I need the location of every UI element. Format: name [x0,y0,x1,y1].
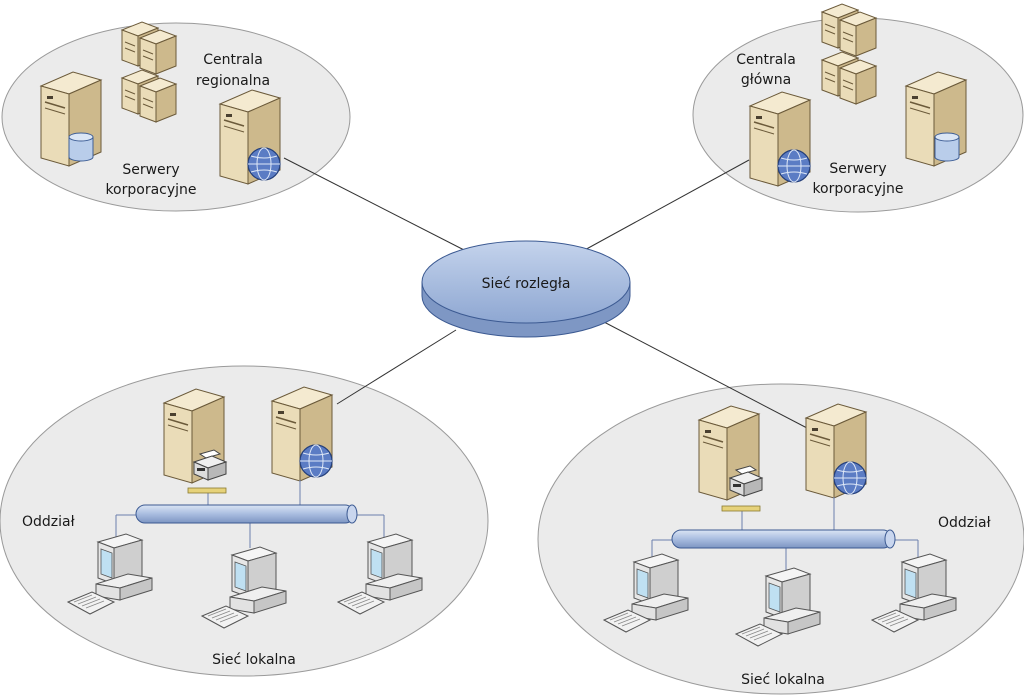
main-servers-label-2: korporacyjne [812,181,903,197]
network-bus-icon [135,504,358,524]
branch-left-network [67,386,423,629]
database-icon [68,132,94,162]
branch-right-title: Oddział [938,515,991,531]
server-icon [839,11,877,57]
regional-hq-title-1: Centrala [203,52,263,68]
main-hq-title-1: Centrala [736,52,796,68]
branch-right-network [603,403,957,647]
database-icon [934,132,960,162]
link-branch-left [336,329,457,405]
link-branch-right [603,321,808,429]
server-icon [139,77,177,123]
branch-left-title: Oddział [22,514,75,530]
link-main [580,159,750,253]
globe-icon [833,461,867,495]
network-bus-icon [671,529,896,549]
server-icon [839,59,877,105]
wan-label: Sieć rozległa [482,276,571,292]
wan-links [283,157,808,429]
globe-icon [299,444,333,478]
globe-icon [247,147,281,181]
regional-hq-title-2: regionalna [196,73,270,89]
main-hq-title-2: główna [741,72,791,88]
link-regional [283,157,469,253]
wan-cloud-icon [421,240,631,338]
main-servers-label-1: Serwery [829,161,886,177]
regional-servers-label-1: Serwery [122,162,179,178]
regional-servers-label-2: korporacyjne [105,182,196,198]
branch-right-lan-label: Sieć lokalna [741,672,825,688]
server-icon [139,29,177,75]
globe-icon [777,149,811,183]
branch-left-lan-label: Sieć lokalna [212,652,296,668]
